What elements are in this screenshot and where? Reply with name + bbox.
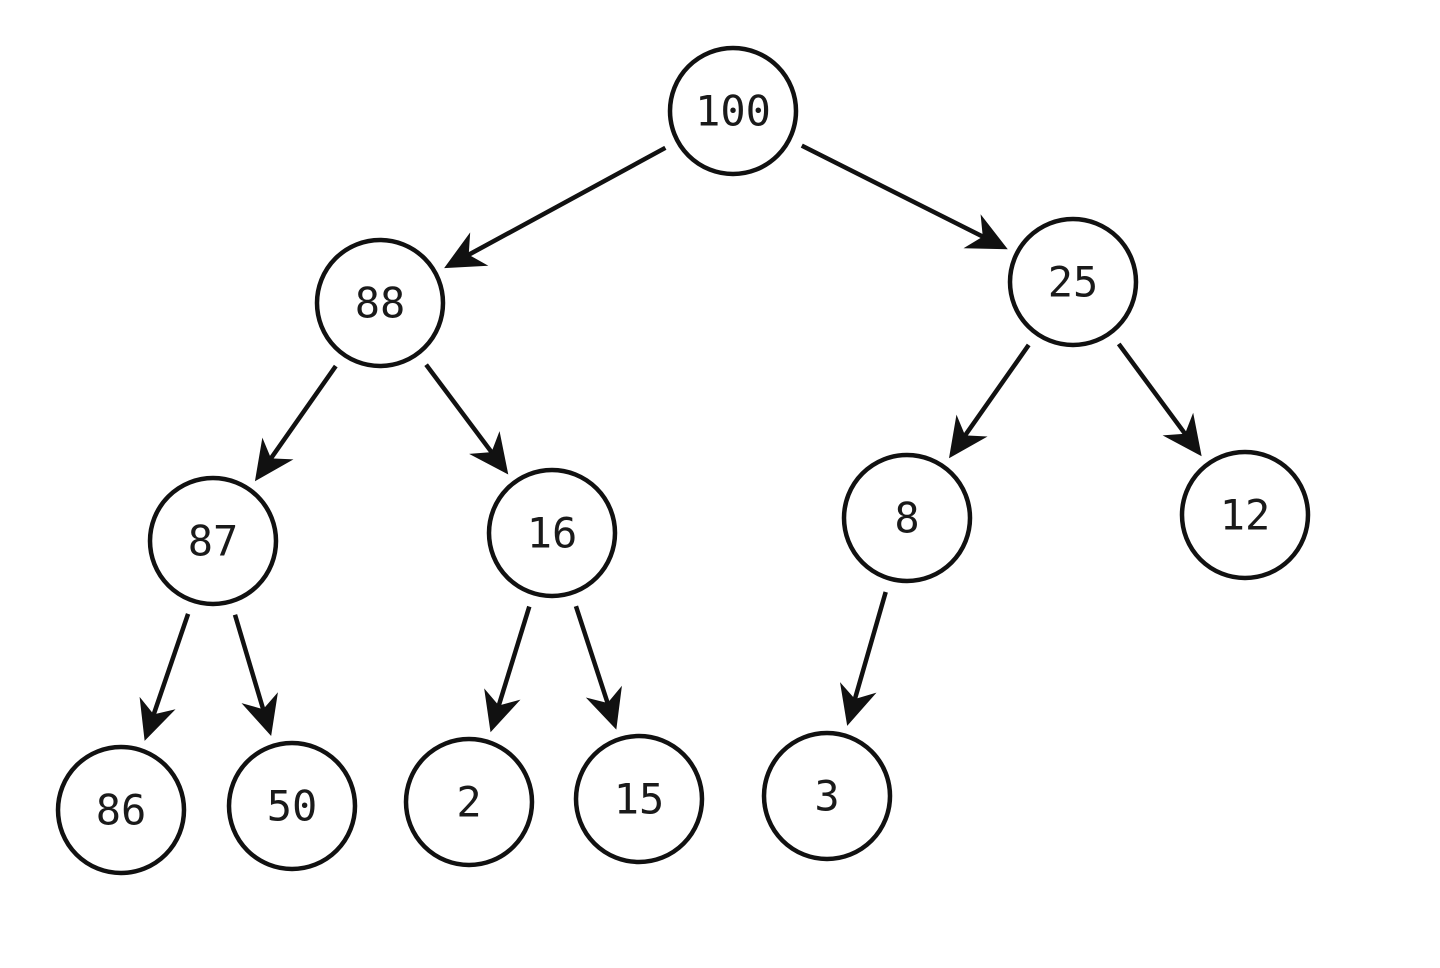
edge-16-to-15 xyxy=(573,605,622,730)
node-label: 88 xyxy=(355,279,406,328)
edge-line xyxy=(573,605,611,708)
edge-87-to-50 xyxy=(232,614,278,737)
edge-line xyxy=(1116,342,1190,439)
node-label: 2 xyxy=(456,778,481,827)
arrow-head xyxy=(139,696,176,741)
tree-node-3: 3 xyxy=(761,730,893,862)
node-circle xyxy=(1179,449,1311,581)
edge-line xyxy=(232,614,267,714)
node-label: 25 xyxy=(1048,258,1099,307)
tree-node-86: 86 xyxy=(55,744,187,876)
edge-line xyxy=(150,613,191,719)
tree-node-25: 25 xyxy=(1007,216,1139,348)
node-circle xyxy=(147,475,279,607)
edge-100-to-88 xyxy=(444,145,667,269)
edge-line xyxy=(851,591,888,704)
edge-87-to-86 xyxy=(139,613,191,741)
arrow-head xyxy=(585,685,622,730)
edge-line xyxy=(424,363,496,457)
edge-line xyxy=(266,364,338,463)
edge-100-to-25 xyxy=(800,143,1008,250)
node-label: 15 xyxy=(614,775,665,824)
edge-25-to-12 xyxy=(1116,342,1202,457)
nodes-layer: 100 88 25 87 16 8 12 86 50 2 15 3 xyxy=(55,45,1311,876)
node-label: 3 xyxy=(814,772,839,821)
edge-16-to-2 xyxy=(484,605,532,733)
tree-node-15: 15 xyxy=(573,733,705,865)
tree-node-87: 87 xyxy=(147,475,279,607)
arrow-head xyxy=(241,692,278,737)
arrow-head xyxy=(484,688,521,733)
node-label: 12 xyxy=(1220,491,1271,540)
edge-88-to-16 xyxy=(424,363,509,475)
tree-node-16: 16 xyxy=(486,467,618,599)
node-circle xyxy=(226,740,358,872)
tree-node-12: 12 xyxy=(1179,449,1311,581)
arrow-head xyxy=(1162,412,1202,457)
tree-node-8: 8 xyxy=(841,452,973,584)
edge-25-to-8 xyxy=(948,343,1031,459)
arrow-head xyxy=(444,232,489,269)
node-label: 50 xyxy=(267,782,318,831)
tree-node-50: 50 xyxy=(226,740,358,872)
tree-node-88: 88 xyxy=(314,237,446,369)
edge-line xyxy=(800,143,988,241)
node-circle xyxy=(841,452,973,584)
node-circle xyxy=(314,237,446,369)
node-circle xyxy=(55,744,187,876)
edge-88-to-87 xyxy=(254,364,338,482)
edge-line xyxy=(495,605,532,710)
arrow-head xyxy=(254,437,294,482)
node-circle xyxy=(761,730,893,862)
edge-line xyxy=(464,145,667,259)
node-circle xyxy=(1007,216,1139,348)
node-circle xyxy=(667,45,799,177)
node-label: 87 xyxy=(188,517,239,566)
node-circle xyxy=(403,736,535,868)
tree-node-100: 100 xyxy=(667,45,799,177)
node-circle xyxy=(486,467,618,599)
edge-8-to-3 xyxy=(839,591,888,726)
node-label: 100 xyxy=(695,87,771,136)
node-label: 16 xyxy=(527,509,578,558)
node-circle xyxy=(573,733,705,865)
node-label: 86 xyxy=(96,786,147,835)
arrow-head xyxy=(948,414,988,459)
arrow-head xyxy=(839,682,877,726)
edges-layer xyxy=(139,143,1202,741)
edge-line xyxy=(960,343,1031,440)
arrow-head xyxy=(963,214,1008,250)
arrow-head xyxy=(469,431,509,475)
tree-node-2: 2 xyxy=(403,736,535,868)
node-label: 8 xyxy=(894,494,919,543)
